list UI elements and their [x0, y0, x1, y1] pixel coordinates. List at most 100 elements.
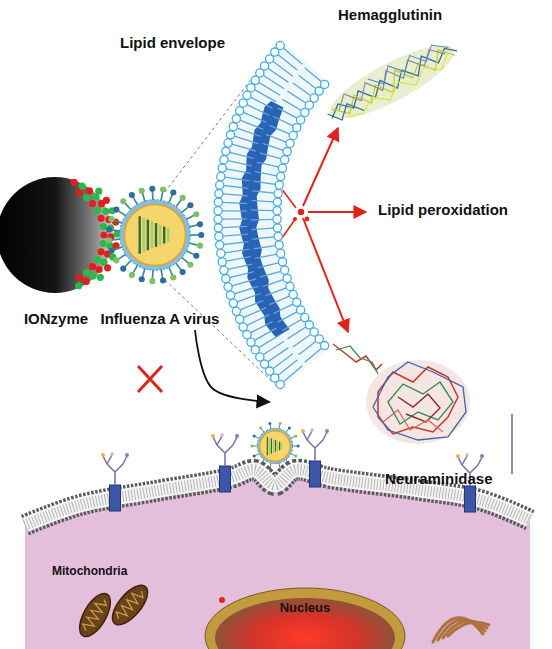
lipid-tail	[257, 263, 278, 268]
viral-rna	[167, 228, 169, 242]
illustration-part	[310, 461, 321, 487]
virus-spike-head	[253, 455, 256, 458]
viral-rna	[143, 218, 145, 252]
lipid-tail	[222, 202, 247, 203]
lipid-tail	[278, 108, 297, 118]
illustration-part	[211, 434, 215, 438]
illustration-part	[465, 486, 476, 512]
illustration-part	[373, 362, 466, 440]
lipid-tail	[234, 136, 258, 144]
surface-group	[102, 208, 109, 215]
lipid-head	[278, 164, 286, 172]
lipid-tail	[254, 328, 276, 340]
lipid-tail	[305, 348, 322, 362]
lipid-head	[218, 258, 226, 266]
illustration-part	[465, 453, 469, 457]
lipid-head	[293, 124, 301, 132]
lipid-tail	[299, 341, 316, 354]
illustration-part	[325, 429, 329, 433]
virus-particle: Influenza A virus	[110, 175, 210, 330]
lipid-head	[281, 266, 289, 274]
viral-rna	[271, 438, 272, 453]
viral-rna	[273, 439, 274, 453]
lipid-tail	[232, 279, 256, 286]
lipid-tail	[273, 304, 293, 313]
surface-group	[86, 187, 93, 194]
surface-group	[76, 189, 83, 196]
lipid-head	[214, 198, 222, 206]
lipid-head	[218, 164, 226, 172]
lipid-tail	[252, 191, 274, 193]
viral-rna	[151, 221, 153, 248]
lipid-head	[239, 99, 247, 107]
illustration-part	[480, 454, 484, 458]
virus-spike-head	[197, 243, 203, 249]
illustration-part	[138, 366, 162, 392]
lipid-head	[229, 299, 237, 307]
lipid-head	[217, 249, 225, 257]
surface-group	[100, 240, 107, 247]
illustration-part	[301, 429, 305, 433]
virus-spike-head	[198, 232, 204, 238]
lipid-tail	[232, 144, 256, 151]
lipid-tail	[278, 312, 297, 322]
lipid-head	[289, 131, 297, 139]
surface-group	[76, 274, 83, 281]
lipid-head	[214, 215, 222, 223]
lipid-tail	[240, 301, 263, 310]
illustration-part	[303, 128, 338, 206]
lipid-tail	[269, 125, 289, 134]
illustration-part	[303, 218, 348, 332]
surface-group	[104, 264, 111, 271]
lipid-tail	[223, 194, 248, 196]
lipid-head	[289, 290, 297, 298]
surface-group	[103, 197, 110, 204]
surface-group	[71, 179, 78, 186]
virus-envelope	[257, 428, 292, 463]
virus-spike-head	[129, 272, 135, 278]
host-cell: MitochondriaNucleus	[15, 402, 545, 649]
node-label: Lipid envelope	[120, 34, 240, 51]
illustration-part	[388, 382, 453, 424]
virus-spike-head	[193, 211, 199, 217]
viral-rna	[163, 227, 165, 244]
surface-group	[100, 231, 107, 238]
bilayer-fill	[214, 40, 330, 391]
lipid-head	[216, 181, 224, 189]
lipid-tail	[237, 128, 261, 136]
lipid-tail	[222, 226, 247, 227]
lipid-head	[222, 275, 230, 283]
lipid-tail	[247, 315, 270, 326]
viral-rna	[267, 437, 268, 456]
lipid-head	[297, 116, 305, 124]
lipid-tail	[255, 254, 277, 258]
virus-spike-head	[279, 422, 282, 425]
blocked-cross	[138, 366, 162, 392]
lipid-head	[275, 181, 283, 189]
lipid-tail	[247, 105, 270, 116]
lipid-head	[274, 232, 282, 240]
virus-spike-head	[187, 202, 193, 208]
lipid-head	[251, 346, 259, 354]
virus-spike-head	[288, 426, 291, 429]
lipid-head	[274, 189, 282, 197]
virus-spike-head	[170, 274, 176, 280]
virus-spike-head	[268, 422, 271, 425]
lipid-head	[273, 207, 281, 215]
surface-group	[96, 266, 103, 273]
illustration-part	[366, 360, 470, 444]
illustration-part	[235, 434, 239, 438]
lipid-tail	[282, 99, 301, 110]
virus-core	[260, 431, 291, 462]
illustration-part	[293, 217, 297, 221]
lipid-head	[232, 307, 240, 315]
lipid-tail	[243, 112, 266, 122]
lipid-head	[243, 331, 251, 339]
lipid-tail	[230, 272, 254, 278]
lipid-tail	[255, 172, 277, 176]
virus-spike-head	[120, 266, 126, 272]
callout-label: Lipid peroxidation	[378, 201, 508, 218]
lipid-tail	[266, 288, 287, 296]
viral-rna	[159, 225, 161, 245]
